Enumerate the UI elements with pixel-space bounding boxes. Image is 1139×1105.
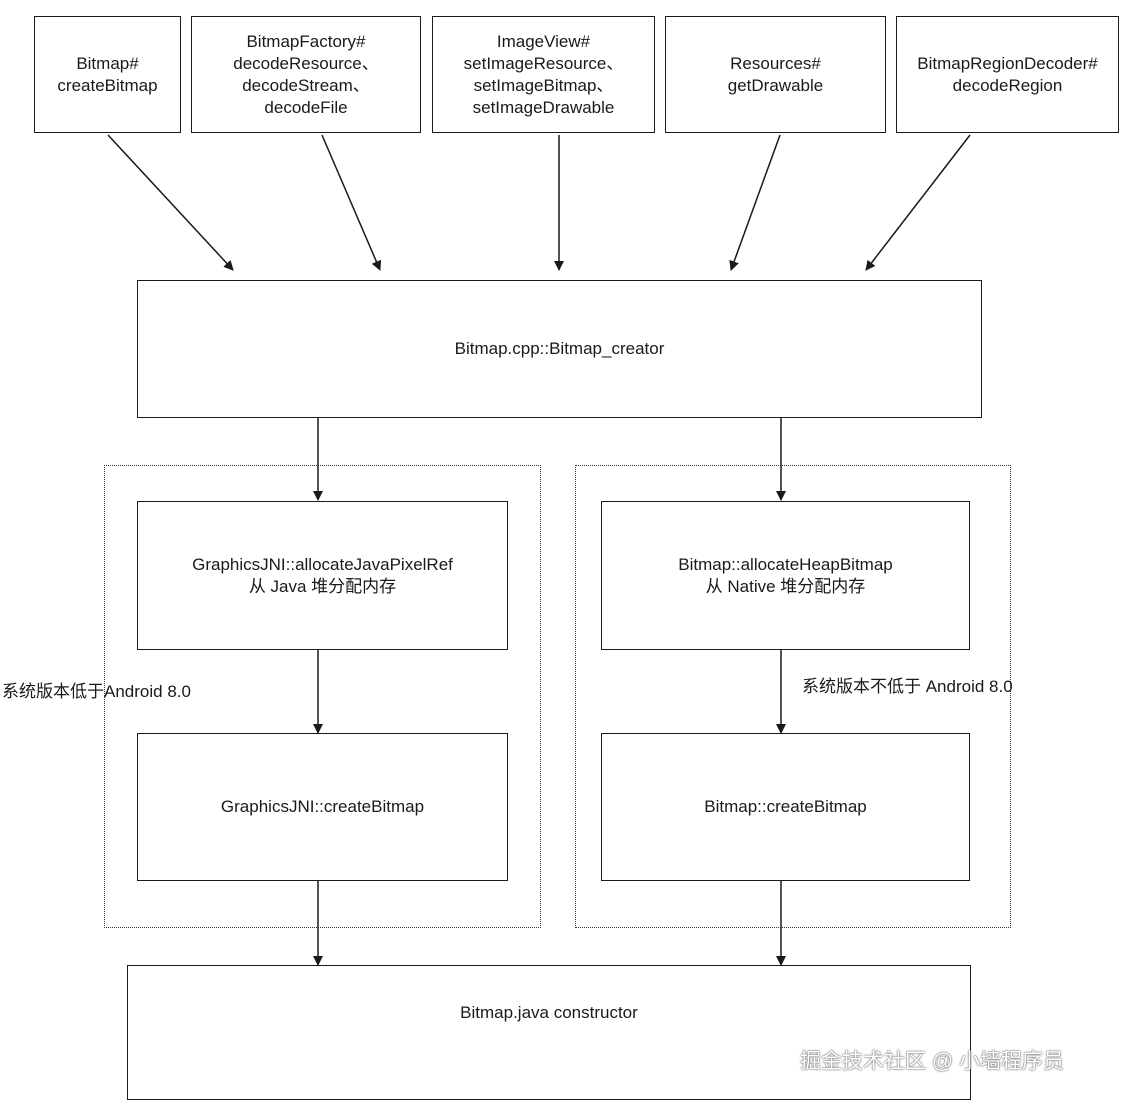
source-label-line: Bitmap# [76,53,139,73]
source-box-bitmapregiondecoder: BitmapRegionDecoder# decodeRegion [896,16,1119,133]
constructor-box: Bitmap.java constructor [127,965,971,1100]
source-label-line: ImageView# [496,31,591,51]
right-alloc-box: Bitmap::allocateHeapBitmap 从 Native 堆分配内… [601,501,970,650]
source-box-bitmapfactory: BitmapFactory# decodeResource、 decodeStr… [191,16,421,133]
source-label-line: BitmapRegionDecoder# [917,53,1098,73]
source-label-line: decodeStream、 [242,75,370,95]
creator-box: Bitmap.cpp::Bitmap_creator [137,280,982,418]
source-label-line: decodeRegion [952,75,1063,95]
source-label-line: decodeFile [264,97,348,117]
source-box-bitmap-createbitmap: Bitmap# createBitmap [34,16,181,133]
source-box-resources-getdrawable: Resources# getDrawable [665,16,886,133]
arrow-source1-to-creator [107,134,234,271]
right-condition-label: 系统版本不低于 Android 8.0 [802,677,1013,696]
source-label-line: createBitmap [57,75,158,95]
source-label-line: setImageBitmap、 [473,75,614,95]
watermark-text: 掘金技术社区 @ 小墙程序员 [800,1050,1064,1073]
right-branch-group [575,465,1011,928]
right-alloc-label-line: Bitmap::allocateHeapBitmap [678,554,893,574]
left-alloc-box: GraphicsJNI::allocateJavaPixelRef 从 Java… [137,501,508,650]
source-label-line: setImageResource、 [463,53,624,73]
source-label-line: Resources# [730,53,821,73]
left-branch-group [104,465,541,928]
left-create-label: GraphicsJNI::createBitmap [220,797,425,816]
source-box-imageview: ImageView# setImageResource、 setImageBit… [432,16,655,133]
creator-label: Bitmap.cpp::Bitmap_creator [454,339,665,358]
left-create-box: GraphicsJNI::createBitmap [137,733,508,881]
right-alloc-label-line: 从 Native 堆分配内存 [705,576,866,596]
left-condition-label: 系统版本低于Android 8.0 [2,682,191,701]
constructor-label: Bitmap.java constructor [460,1002,638,1022]
arrow-source2-to-creator [321,134,382,271]
source-label-line: getDrawable [727,75,824,95]
left-alloc-label-line: 从 Java 堆分配内存 [248,576,397,596]
arrow-source5-to-creator [865,134,971,271]
left-alloc-label-line: GraphicsJNI::allocateJavaPixelRef [192,554,453,574]
right-create-box: Bitmap::createBitmap [601,733,970,881]
arrow-source4-to-creator [729,134,781,271]
source-label-line: setImageDrawable [472,97,615,117]
right-create-label: Bitmap::createBitmap [704,797,867,816]
source-label-line: decodeResource、 [233,53,379,73]
source-label-line: BitmapFactory# [246,31,366,51]
